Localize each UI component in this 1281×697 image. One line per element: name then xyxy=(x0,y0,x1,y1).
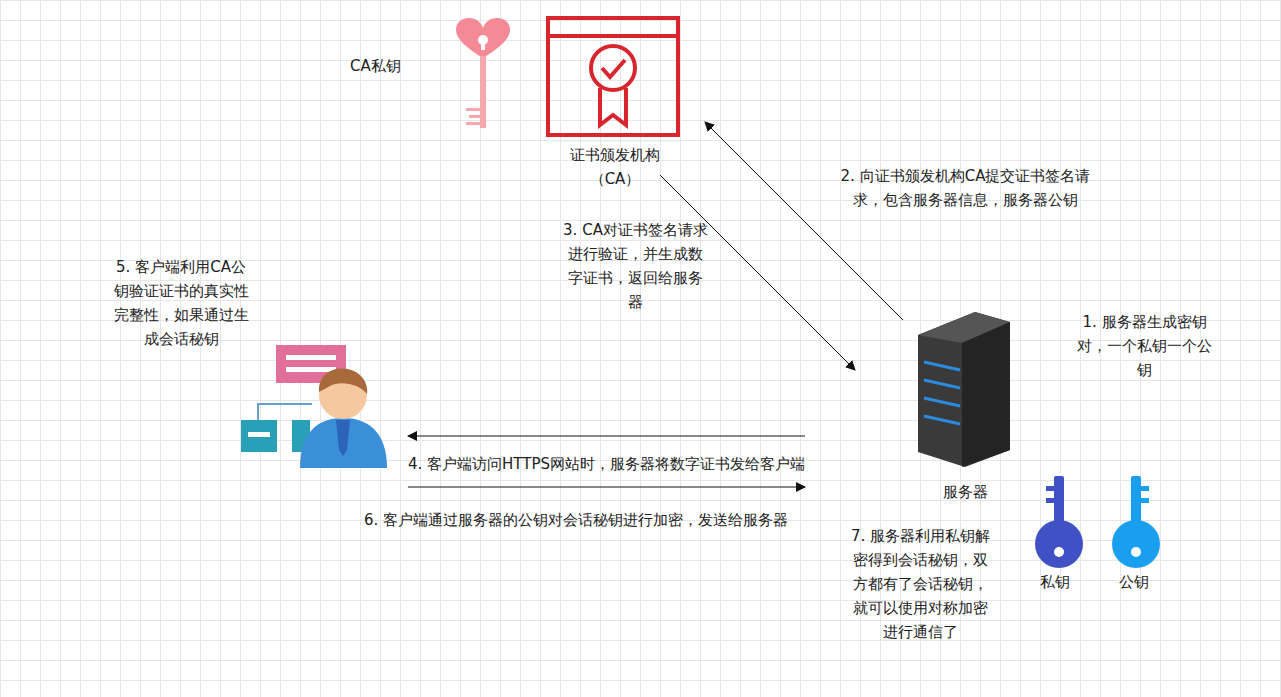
node-label: 服务器 xyxy=(915,480,1015,504)
private-key-icon xyxy=(1035,476,1083,568)
ca-key-icon xyxy=(456,18,510,128)
step-label: 7. 服务器利用私钥解密得到会话秘钥，双方都有了会话秘钥，就可以使用对称加密进行… xyxy=(848,524,993,644)
arrow-connector xyxy=(705,122,903,320)
node-label: 证书颁发机构（CA） xyxy=(545,143,685,191)
ca-node: 证书颁发机构（CA） xyxy=(545,15,685,195)
arrow-connector xyxy=(408,436,805,437)
client-node: 5. 客户端利用CA公钥验证证书的真实性完整性，如果通过生成会话秘钥 xyxy=(112,255,392,470)
key-label: CA私钥 xyxy=(350,54,401,78)
arrow-connector xyxy=(408,487,805,488)
certificate-icon xyxy=(548,18,678,135)
node-label: 5. 客户端利用CA公钥验证证书的真实性完整性，如果通过生成会话秘钥 xyxy=(112,255,250,351)
step-label: 2. 向证书颁发机构CA提交证书签名请求，包含服务器信息，服务器公钥 xyxy=(828,164,1103,212)
step-label: 6. 客户端通过服务器的公钥对会话秘钥进行加密，发送给服务器 xyxy=(364,508,788,532)
key-label: 私钥 xyxy=(1040,570,1070,594)
key-label: 公钥 xyxy=(1119,570,1149,594)
client-icon xyxy=(241,345,387,468)
step-label: 1. 服务器生成密钥对，一个私钥一个公钥 xyxy=(1072,310,1217,382)
step-label: 4. 客户端访问HTTPS网站时，服务器将数字证书发给客户端 xyxy=(408,452,805,476)
step-label: 3. CA对证书签名请求进行验证，并生成数字证书，返回给服务器 xyxy=(563,218,708,314)
public-key-icon xyxy=(1112,476,1160,568)
server-icon xyxy=(918,312,1010,467)
server-node: 服务器 xyxy=(915,310,1015,505)
